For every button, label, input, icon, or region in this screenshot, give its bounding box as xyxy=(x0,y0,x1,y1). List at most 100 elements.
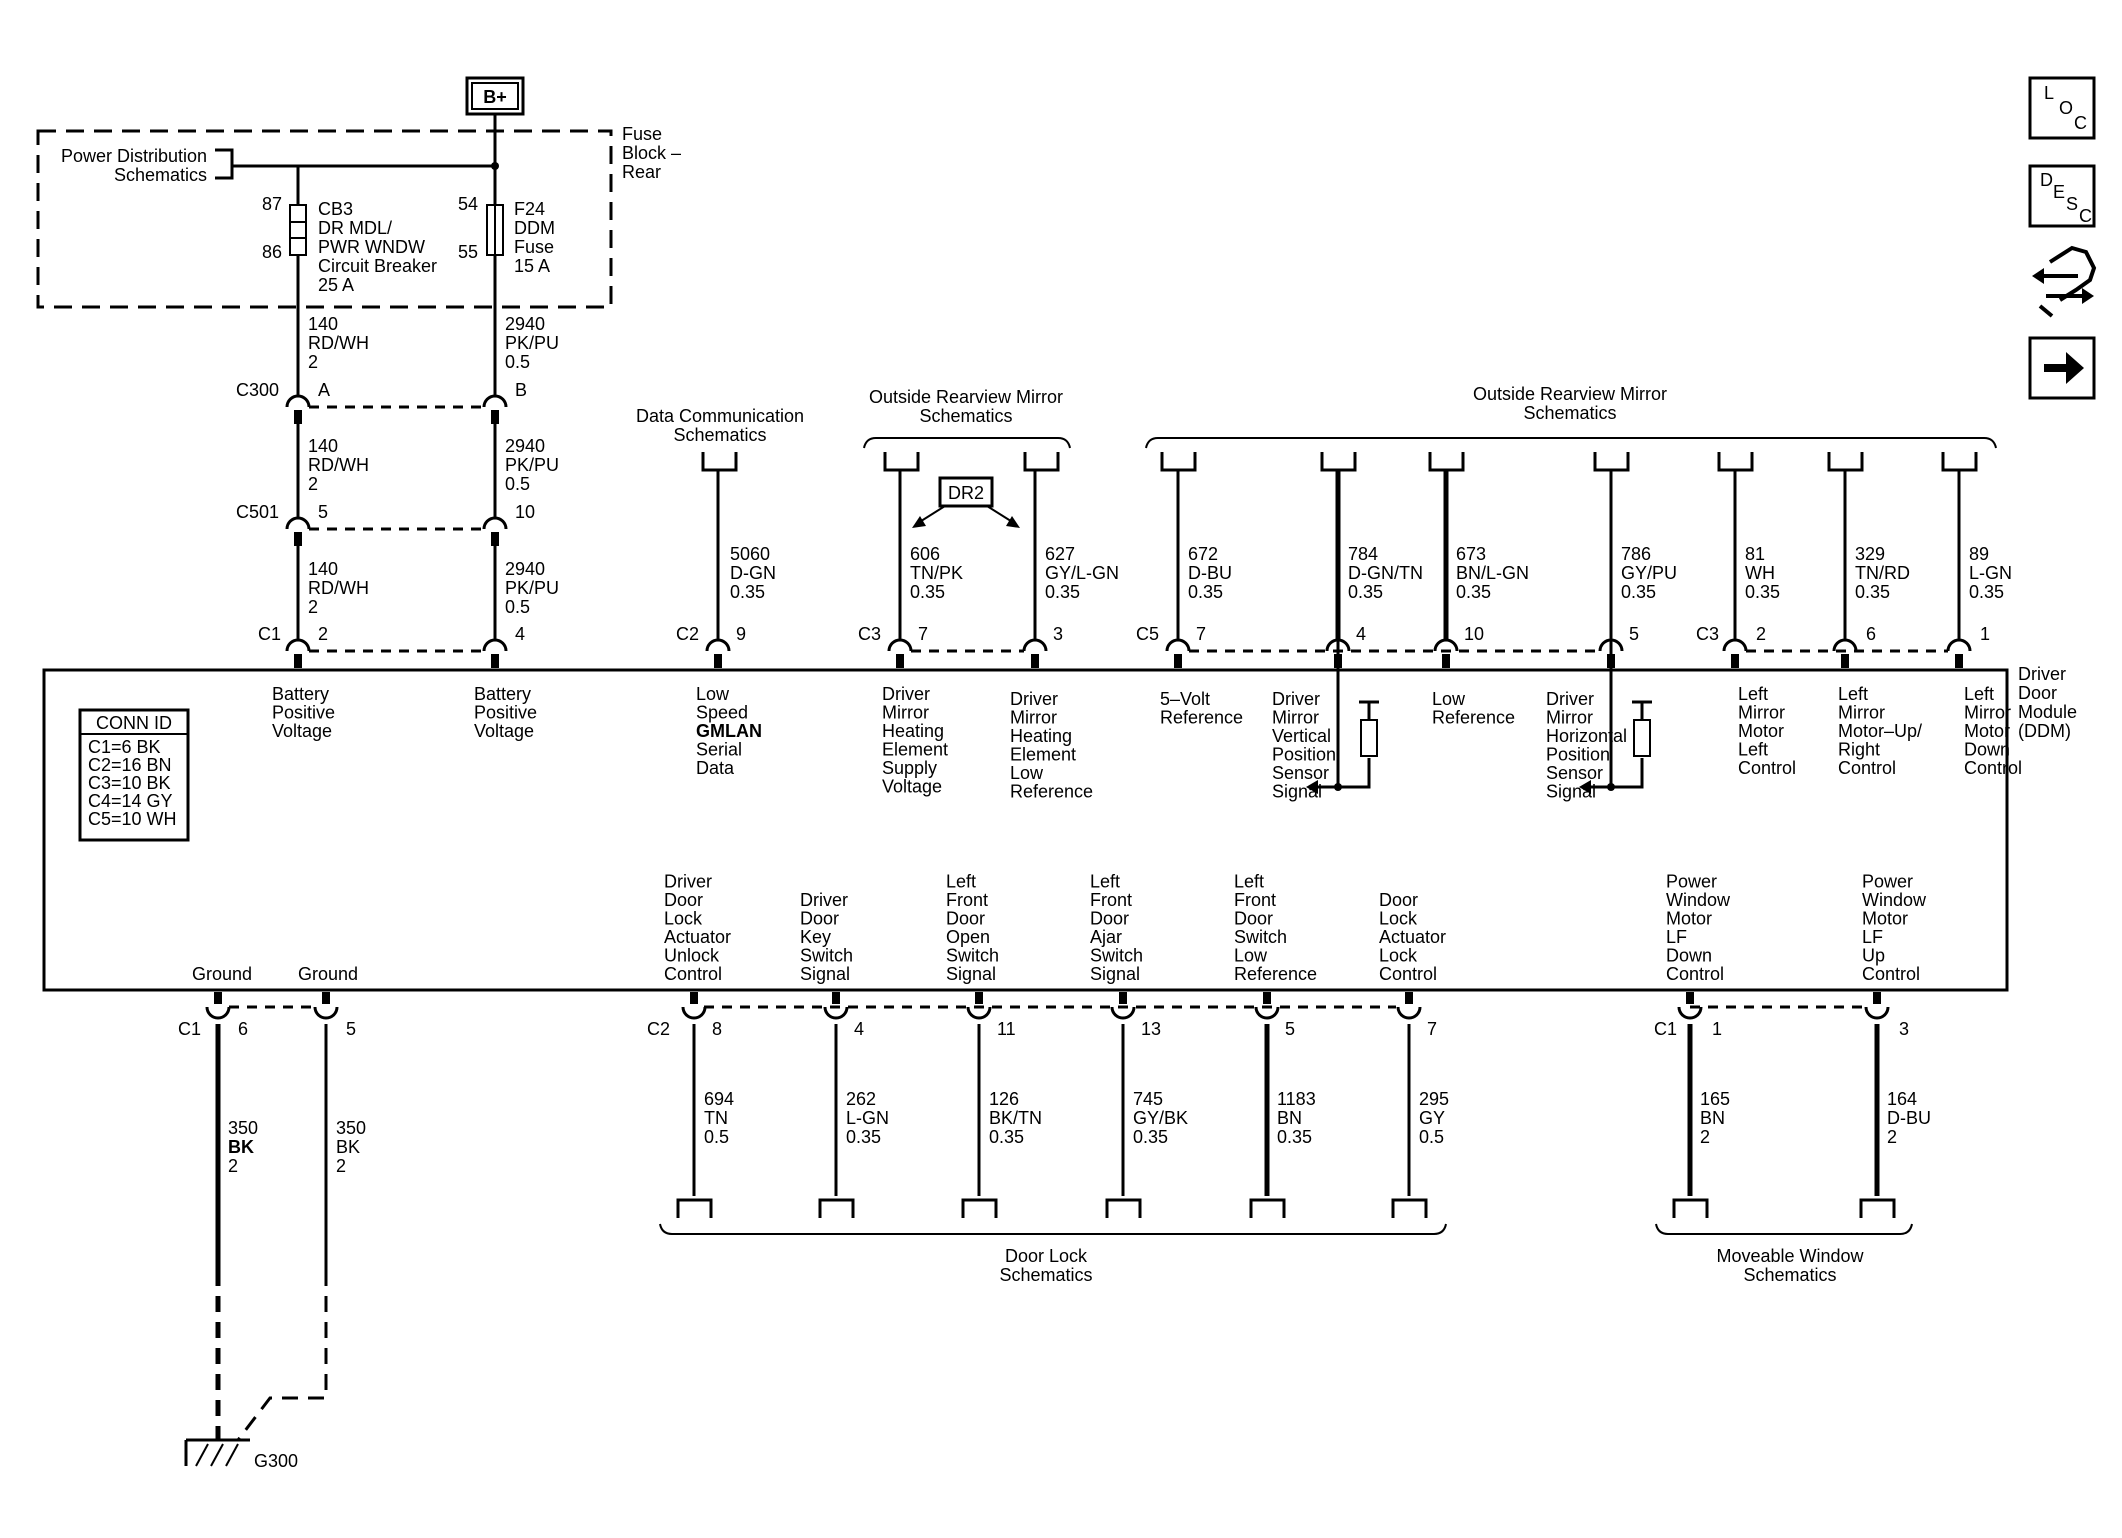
signal-label-line: Signal xyxy=(946,964,996,984)
signal-label-line: Down xyxy=(1666,946,1712,966)
signal-label-line: Left xyxy=(946,872,976,892)
wire-5060: 5060 xyxy=(730,544,770,564)
power-section: B+ Fuse Block – Rear Power Distribution … xyxy=(36,76,681,395)
pin-stub xyxy=(975,992,983,1004)
wire-627: 627 xyxy=(1045,544,1075,564)
signal-label-line: Actuator xyxy=(1379,927,1446,947)
ground-symbol xyxy=(184,1438,250,1467)
signal-label-line: Power xyxy=(1862,872,1913,892)
signal-label-line: Position xyxy=(1546,745,1610,765)
desc-letter-c: C xyxy=(2079,206,2092,226)
conn-id-title: CONN ID xyxy=(96,713,172,733)
signal-label-line: Low xyxy=(1234,946,1268,966)
wire-label-line: 262 xyxy=(846,1089,876,1109)
wire-label-line: 694 xyxy=(704,1089,734,1109)
wire-673-color: BN/L-GN xyxy=(1456,563,1529,583)
wire-784-size: 0.35 xyxy=(1348,582,1383,602)
signal-label-line: Element xyxy=(882,740,948,760)
desc-button[interactable]: D E S C xyxy=(2028,164,2096,228)
top-connector-c3-right: C3 xyxy=(1696,624,1719,644)
signal-label-line: Reference xyxy=(1160,708,1243,728)
wire-350-a-size: 2 xyxy=(228,1156,238,1176)
pin-socket xyxy=(1110,1006,1136,1020)
mirror-ref-1-2[interactable]: Schematics xyxy=(919,406,1012,426)
pin-socket xyxy=(823,1006,849,1020)
c5-pin-4: 4 xyxy=(1356,624,1366,644)
signal-label-line: Battery xyxy=(474,684,531,704)
signal-label-line: Mirror xyxy=(1838,703,1885,723)
loc-button[interactable]: L O C xyxy=(2028,76,2096,140)
mirror-ref-1[interactable]: Outside Rearview Mirror xyxy=(869,387,1063,407)
signal-label-line: Switch xyxy=(800,946,853,966)
signal-label-line: Vertical xyxy=(1272,726,1331,746)
signal-label-line: Mirror xyxy=(1546,708,1593,728)
signal-label-line: Up xyxy=(1862,946,1885,966)
wire-81: 81 xyxy=(1745,544,1765,564)
signal-label-line: Positive xyxy=(474,703,537,723)
signal-label-line: Motor–Up/ xyxy=(1838,721,1922,741)
wire-label-line: BN xyxy=(1277,1108,1302,1128)
cb-label: CB3 xyxy=(318,199,353,219)
signal-label-line: Front xyxy=(1234,890,1276,910)
desc-letter-s: S xyxy=(2066,194,2078,214)
c501-pin-5: 5 xyxy=(318,502,328,522)
connector-swap-icon[interactable] xyxy=(2032,245,2097,318)
wire-606-color: TN/PK xyxy=(910,563,963,583)
signal-label-line: Driver xyxy=(800,890,848,910)
wire-329: 329 xyxy=(1855,544,1885,564)
pin-stub xyxy=(714,654,722,668)
fuse-label-4: 15 A xyxy=(514,256,550,276)
wire-2940-c: 2940 xyxy=(505,559,545,579)
window-ref-2[interactable]: Schematics xyxy=(1743,1265,1836,1285)
signal-label-line: Control xyxy=(1838,758,1896,778)
wire-81-size: 0.35 xyxy=(1745,582,1780,602)
signal-label-line: Control xyxy=(1738,758,1796,778)
pin-socket xyxy=(313,1006,339,1020)
wire-672-color: D-BU xyxy=(1188,563,1232,583)
pin-socket xyxy=(205,1006,231,1020)
door-lock-ref-2[interactable]: Schematics xyxy=(999,1265,1092,1285)
wire-140-b-color: RD/WH xyxy=(308,455,369,475)
next-page-arrow-icon[interactable] xyxy=(2028,336,2096,400)
signal-label-line: Position xyxy=(1272,745,1336,765)
door-lock-ref[interactable]: Door Lock xyxy=(1005,1246,1088,1266)
wire-label-line: 0.35 xyxy=(1133,1127,1168,1147)
mirror-ref-2-2[interactable]: Schematics xyxy=(1523,403,1616,423)
c2-pin-4: 4 xyxy=(854,1019,864,1039)
data-comm-ref[interactable]: Data Communication xyxy=(636,406,804,426)
loc-letter-l: L xyxy=(2044,83,2054,103)
driver-door-module: Driver Door Module (DDM) CONN ID C1=6 BK… xyxy=(42,640,2077,992)
pin-stub xyxy=(1442,654,1450,668)
signal-label-line: Left xyxy=(1090,872,1120,892)
pin-socket xyxy=(1396,1006,1422,1020)
window-ref[interactable]: Moveable Window xyxy=(1716,1246,1864,1266)
power-distribution-ref-2[interactable]: Schematics xyxy=(114,165,207,185)
signal-label-line: Driver xyxy=(1010,689,1058,709)
wire-label-line: L-GN xyxy=(846,1108,889,1128)
horizontal-sensor-symbol xyxy=(1633,719,1651,757)
pin-stub xyxy=(214,992,222,1004)
wire-label-line: GY/BK xyxy=(1133,1108,1188,1128)
signal-label-line: Power xyxy=(1666,872,1717,892)
c5-pin-10: 10 xyxy=(1464,624,1484,644)
c501-pin-10: 10 xyxy=(515,502,535,522)
pin-stub xyxy=(1686,992,1694,1004)
wire-label-line: BK/TN xyxy=(989,1108,1042,1128)
nav-buttons: L O C D E S C xyxy=(2028,76,2097,400)
signal-label-line: Positive xyxy=(272,703,335,723)
data-comm-ref-2[interactable]: Schematics xyxy=(673,425,766,445)
wire-350-b-color: BK xyxy=(336,1137,360,1157)
power-distribution-ref[interactable]: Power Distribution xyxy=(61,146,207,166)
pin-socket xyxy=(966,1006,992,1020)
signal-label-line: Lock xyxy=(664,909,703,929)
mirror-ref-2[interactable]: Outside Rearview Mirror xyxy=(1473,384,1667,404)
